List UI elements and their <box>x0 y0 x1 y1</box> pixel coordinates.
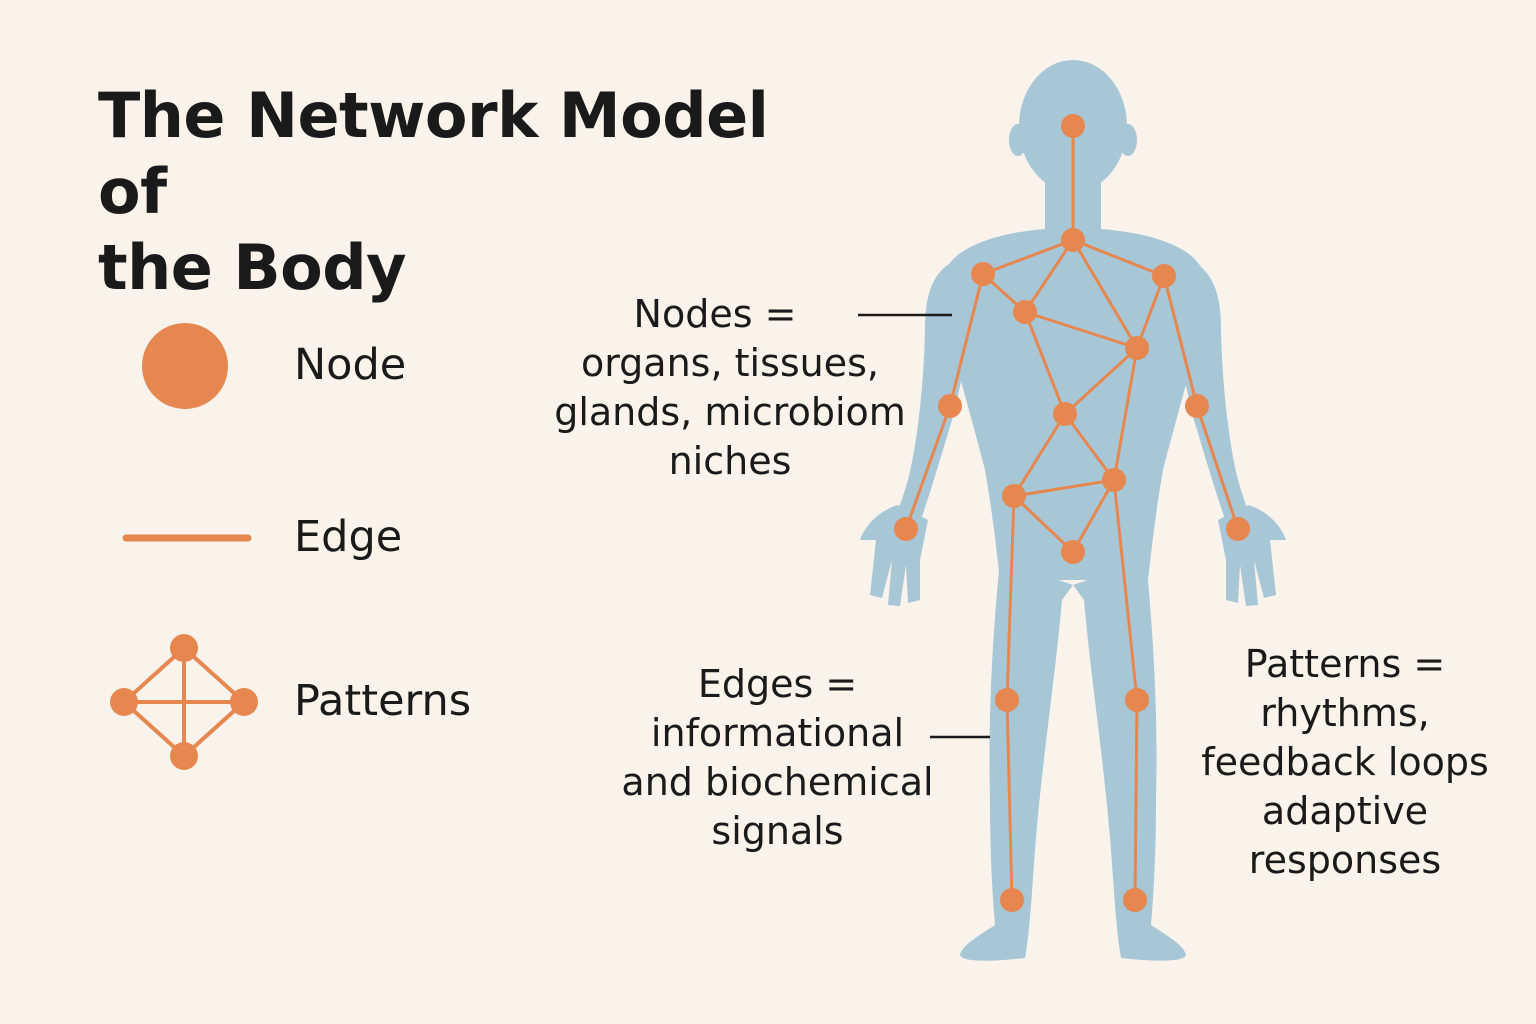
node-left-wrist <box>894 517 918 541</box>
node-right-wrist <box>1226 517 1250 541</box>
node-center <box>1053 402 1077 426</box>
diagram-title: The Network Model of the Body <box>98 78 858 306</box>
nodes-annotation-line-2: organs, tissues, <box>580 341 880 385</box>
patterns-annotation-line-5: responses <box>1248 838 1442 882</box>
legend-patterns-icon <box>110 634 258 770</box>
node-right-knee <box>1125 688 1149 712</box>
edges-annotation-line-4: signals <box>711 809 844 853</box>
node-left-shoulder <box>971 262 995 286</box>
nodes-annotation-line-4: niches <box>668 439 792 483</box>
node-chest-right <box>1125 336 1149 360</box>
patterns-annotation-line-1: Patterns = <box>1244 642 1446 686</box>
node-right-elbow <box>1185 394 1209 418</box>
legend-edge-label: Edge <box>294 512 403 562</box>
legend-node-icon <box>142 323 228 409</box>
node-chest-left <box>1013 300 1037 324</box>
edges-annotation-line-2: informational <box>650 711 905 755</box>
patterns-annotation-line-4: adaptive <box>1261 789 1429 833</box>
node-abdomen-left <box>1002 484 1026 508</box>
title-line-1: The Network Model of <box>98 79 769 228</box>
patterns-annotation: Patterns = rhythms, feedback loops adapt… <box>1200 640 1490 885</box>
patterns-annotation-line-2: rhythms, <box>1260 691 1430 735</box>
node-neck <box>1061 228 1085 252</box>
node-left-knee <box>995 688 1019 712</box>
title-line-2: the Body <box>98 231 407 304</box>
legend-patterns-label: Patterns <box>294 676 472 726</box>
nodes-annotation: Nodes = organs, tissues, glands, microbi… <box>540 290 920 486</box>
node-head <box>1061 114 1085 138</box>
edges-annotation-line-3: and biochemical <box>621 760 934 804</box>
node-abdomen-right <box>1102 468 1126 492</box>
network-nodes <box>894 114 1250 912</box>
legend-node-label: Node <box>294 340 407 390</box>
node-left-elbow <box>938 394 962 418</box>
edges-annotation: Edges = informational and biochemical si… <box>600 660 955 856</box>
nodes-annotation-line-3: glands, microbiom <box>554 390 906 434</box>
network-edges <box>904 126 1240 901</box>
node-right-shoulder <box>1152 264 1176 288</box>
edges-annotation-line-1: Edges = <box>697 662 858 706</box>
node-left-ankle <box>1000 888 1024 912</box>
legend-graphics <box>110 323 258 770</box>
node-right-ankle <box>1123 888 1147 912</box>
patterns-annotation-line-3: feedback loops <box>1201 740 1489 784</box>
node-pelvis <box>1061 540 1085 564</box>
nodes-annotation-line-1: Nodes = <box>633 292 797 336</box>
